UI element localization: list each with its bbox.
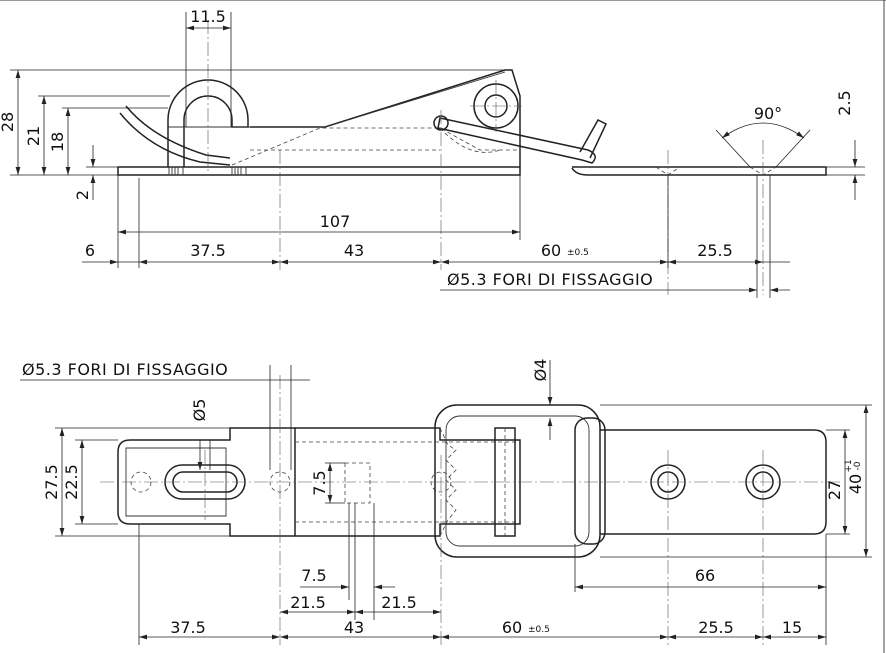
base-plate-inner <box>125 447 227 517</box>
hook-arm <box>437 117 596 164</box>
hole-note-top: Ø5.3 FORI DI FISSAGGIO <box>22 360 228 379</box>
padlock-loop <box>167 79 249 167</box>
dim-40-tol-plus: +1 <box>844 459 854 472</box>
hook-loop-outer <box>434 404 601 558</box>
base-plate-top <box>117 427 296 537</box>
dim-37-5: 37.5 <box>190 241 226 260</box>
dim-6: 6 <box>85 241 95 260</box>
keeper-hook <box>574 417 606 545</box>
lever-body <box>250 69 521 167</box>
dim-d5: Ø5 <box>190 399 209 422</box>
dim-7-5-h: 7.5 <box>301 566 326 585</box>
dim-60: 60 <box>541 241 561 260</box>
dim-60-top: 60 <box>502 618 522 637</box>
dim-28: 28 <box>0 112 17 132</box>
dim-43: 43 <box>344 241 364 260</box>
dim-40: 40 <box>846 474 865 494</box>
dim-11-5: 11.5 <box>190 7 226 26</box>
dim-27: 27 <box>825 480 844 500</box>
dim-7-5-v: 7.5 <box>310 470 329 495</box>
dim-d4: Ø4 <box>531 359 550 382</box>
dim-25-5-top: 25.5 <box>698 618 734 637</box>
keeper-plate <box>571 166 827 176</box>
hook-tip <box>579 119 607 159</box>
dim-40-tol-minus: -0 <box>853 461 863 470</box>
pivot-inner <box>484 94 508 118</box>
dim-2: 2 <box>73 190 92 200</box>
spring-wire-left <box>119 112 231 166</box>
spring-wire-left-inner <box>125 105 231 159</box>
dim-66: 66 <box>695 566 715 585</box>
dim-21-5-a: 21.5 <box>290 593 326 612</box>
lever-top-edge <box>324 71 506 128</box>
dim-60-tol-top: ±0.5 <box>528 625 550 635</box>
dim-90-deg: 90° <box>754 104 782 123</box>
rivet-right <box>231 166 247 176</box>
lever-hidden-edge <box>231 127 520 166</box>
dim-27-5: 27.5 <box>42 464 61 500</box>
dim-25-5: 25.5 <box>697 241 733 260</box>
dim-43-top: 43 <box>344 618 364 637</box>
dim-37-5-top: 37.5 <box>170 618 206 637</box>
dim-21-5-b: 21.5 <box>381 593 417 612</box>
dim-18: 18 <box>48 132 67 152</box>
rivet-left <box>168 166 184 176</box>
dim-2-5: 2.5 <box>835 90 854 115</box>
dim-60-tol: ±0.5 <box>567 248 589 258</box>
dim-15: 15 <box>782 618 802 637</box>
side-view: 11.5 28 21 18 2 2.5 90° 107 <box>0 7 865 298</box>
dim-21: 21 <box>24 126 43 146</box>
hole-note-side: Ø5.3 FORI DI FISSAGGIO <box>447 270 653 289</box>
top-view: Ø5.3 FORI DI FISSAGGIO Ø5 Ø4 27.5 22.5 7… <box>20 359 872 645</box>
dim-107: 107 <box>320 212 351 231</box>
dim-22-5: 22.5 <box>62 464 81 500</box>
rivet-hidden <box>344 462 371 504</box>
hook-loop-inner <box>445 415 590 547</box>
